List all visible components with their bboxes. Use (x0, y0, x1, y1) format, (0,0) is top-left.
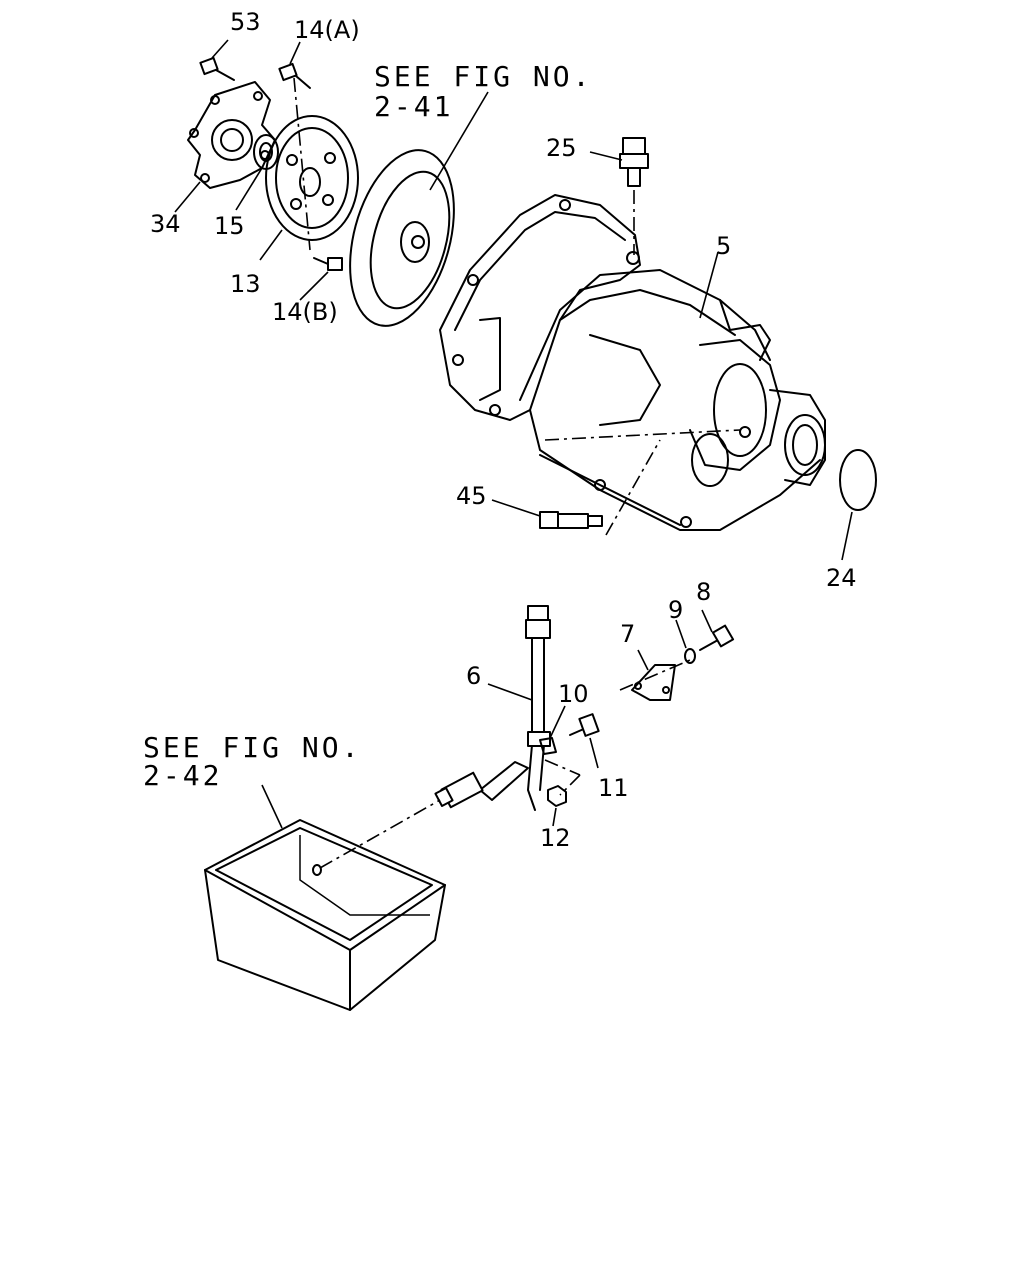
nut-part-12 (547, 785, 567, 807)
bolt-part-14b (313, 257, 343, 271)
callout-9: 9 (668, 596, 683, 624)
sensor-part-45 (539, 511, 603, 529)
callout-6: 6 (466, 662, 481, 690)
bolt-part-14a (278, 62, 311, 89)
filler-hose-assembly (434, 761, 529, 809)
callout-14b: 14(B) (272, 298, 338, 326)
callout-45: 45 (456, 482, 487, 510)
torque-converter (349, 149, 455, 327)
drive-plate-part-13 (265, 115, 359, 241)
oil-pan (204, 819, 446, 1011)
reference-label-2-41-line1: SEE FIG NO. (374, 60, 592, 93)
reference-label-2-42-line1: SEE FIG NO. (143, 731, 361, 764)
callout-14a: 14(A) (294, 16, 360, 44)
callout-24: 24 (826, 564, 857, 592)
bolt-part-8 (699, 624, 735, 651)
o-ring-part-24 (839, 449, 877, 511)
bolt-part-53 (199, 56, 235, 81)
reference-label-2-42-line2: 2-42 (143, 759, 222, 792)
bolt-part-11 (569, 713, 600, 737)
callout-7: 7 (620, 620, 635, 648)
callout-8: 8 (696, 578, 711, 606)
callout-5: 5 (716, 232, 731, 260)
transmission-case-part-5 (439, 194, 826, 531)
bracket-part-7 (631, 664, 676, 701)
callout-15: 15 (214, 212, 245, 240)
reference-label-2-41-line2: 2-41 (374, 90, 453, 123)
leader-lines (174, 39, 853, 829)
callout-34: 34 (150, 210, 181, 238)
callout-11: 11 (598, 774, 629, 802)
plug-part-25 (619, 137, 649, 187)
dipstick-tube-part-6 (525, 605, 551, 811)
callout-13: 13 (230, 270, 261, 298)
callout-10: 10 (558, 680, 589, 708)
alignment-lines (293, 77, 741, 869)
callout-53: 53 (230, 8, 261, 36)
washer-part-9 (684, 648, 696, 664)
callout-12: 12 (540, 824, 571, 852)
clip-part-10 (539, 737, 557, 755)
callout-25: 25 (546, 134, 577, 162)
